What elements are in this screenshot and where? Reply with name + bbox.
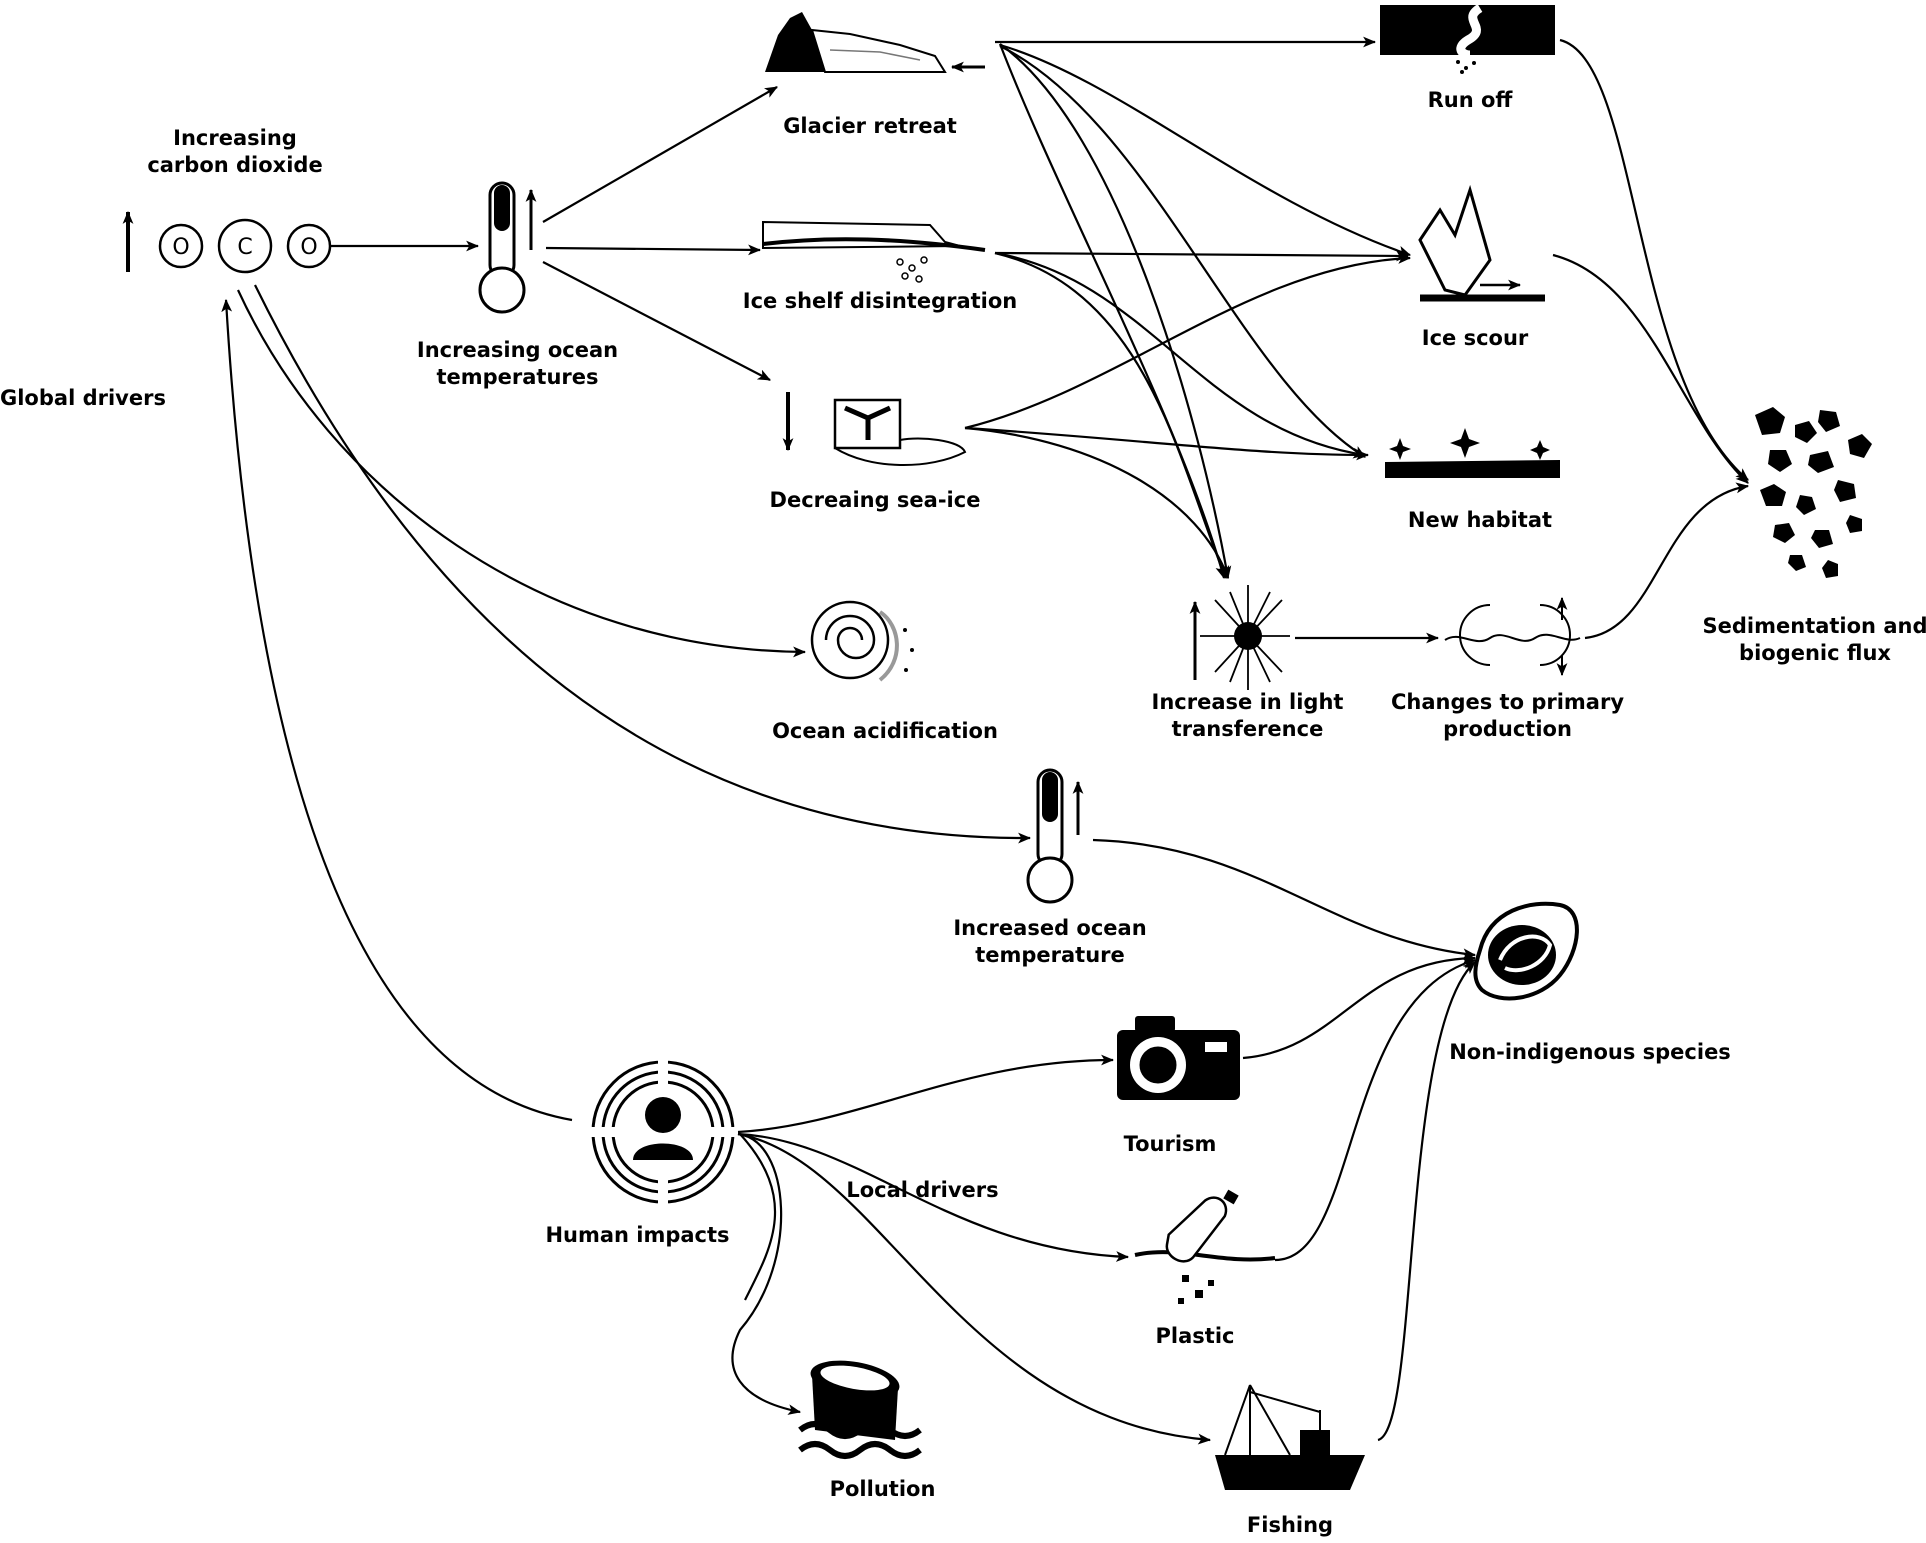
edge-ocean-temp-to-glacier [542, 86, 778, 223]
ice-shelf-label: Ice shelf disintegration [742, 289, 1018, 313]
light-burst-icon [1189, 585, 1290, 690]
edge-human-to-tourism [737, 1054, 1115, 1134]
ice-scour-label: Ice scour [1421, 326, 1529, 350]
edge-sea-ice-to-ice-scour [964, 253, 1412, 430]
svg-text:O: O [300, 235, 317, 260]
new-habitat-label: New habitat [1407, 508, 1553, 532]
edge-human-to-pollution [731, 1132, 802, 1415]
nis-label: Non-indigenous species [1449, 1040, 1731, 1064]
edge-runoff-to-sedimentation [1559, 38, 1749, 481]
global-drivers-label: Global drivers [0, 386, 166, 410]
edge-ice-scour-to-sedimentation [1552, 253, 1749, 484]
co2-label-line-1: Increasing [173, 126, 297, 150]
oyster-icon [1473, 901, 1579, 1001]
iceberg-scour-icon [1418, 184, 1545, 302]
river-runoff-icon [1380, 4, 1555, 74]
edge-tourism-to-nis [1242, 952, 1477, 1060]
edge-human-to-co2 [221, 298, 573, 1122]
edge-fishing-to-nis [1377, 961, 1476, 1442]
light-label-line-1: Increase in light [1151, 690, 1344, 714]
sedimentation-label-line-2: biogenic flux [1739, 641, 1891, 665]
sedimentation-label-line-1: Sedimentation and [1702, 614, 1926, 638]
sea-ice-label: Decreaing sea-ice [769, 488, 981, 512]
ocean-temp-label-line-2: temperatures [436, 365, 599, 389]
glacier-icon [765, 12, 985, 73]
shell-icon [810, 600, 914, 682]
bottle-icon [1134, 1189, 1276, 1304]
svg-text:O: O [172, 235, 189, 260]
human-target-icon [591, 1060, 735, 1204]
primary-production-icon [1444, 596, 1581, 677]
edge-sea-ice-to-light [964, 426, 1230, 580]
tourism-label: Tourism [1123, 1132, 1217, 1156]
svg-text:C: C [237, 235, 252, 260]
edge-human-to-fishing [737, 1132, 1212, 1445]
edge-increased-temp-to-nis [1092, 838, 1477, 960]
run-off-label: Run off [1427, 88, 1513, 112]
local-drivers-label: Local drivers [846, 1178, 999, 1202]
edge-human-to-pollution-2 [739, 1133, 776, 1301]
seabed-habitat-icon [1385, 428, 1560, 478]
camera-icon [1117, 1016, 1240, 1100]
co2-label-line-2: carbon dioxide [147, 153, 323, 177]
co2-molecule-icon: O C O [122, 210, 332, 274]
edges [221, 36, 1750, 1445]
edge-co2-to-increased-temp [254, 284, 1032, 844]
light-label-line-2: transference [1171, 717, 1324, 741]
fishing-label: Fishing [1246, 1513, 1334, 1537]
edge-glacier-to-light-2 [998, 43, 1227, 580]
human-impacts-label: Human impacts [545, 1223, 730, 1247]
co2-label: Increasing carbon dioxide [130, 125, 340, 179]
edge-glacier-to-light [999, 43, 1232, 580]
ocean-temp-label: Increasing ocean temperatures [400, 337, 635, 391]
thermometer-icon [1026, 768, 1084, 904]
edge-plastic-to-nis [1274, 958, 1477, 1262]
primary-label-line-2: production [1443, 717, 1572, 741]
pollution-label: Pollution [829, 1477, 936, 1501]
ice-shelf-icon [762, 220, 986, 283]
sedimentation-label: Sedimentation and biogenic flux [1690, 613, 1926, 667]
plastic-label: Plastic [1155, 1324, 1235, 1348]
sediment-particles-icon [1755, 407, 1872, 578]
ocean-temp-label-line-1: Increasing ocean [416, 338, 619, 362]
primary-label-line-1: Changes to primary [1390, 690, 1625, 714]
edge-human-to-plastic [737, 1132, 1130, 1262]
edge-glacier-to-ice-scour [999, 43, 1412, 257]
edge-ice-shelf-to-ice-scour [994, 250, 1410, 262]
edge-sea-ice-to-new-habitat [964, 426, 1370, 461]
primary-label: Changes to primary production [1385, 689, 1630, 743]
thermometer-icon [478, 181, 537, 314]
edge-ocean-temp-to-ice-shelf [545, 244, 762, 256]
edge-ice-shelf-to-light [994, 251, 1228, 579]
edge-glacier-to-new-habitat [999, 45, 1366, 458]
sea-ice-cube-icon [782, 392, 967, 466]
edge-ocean-temp-to-sea-ice [542, 261, 771, 381]
increased-temp-label: Increased ocean temperature [935, 915, 1165, 969]
edge-co2-to-acidification [237, 289, 807, 658]
increased-temp-label-line-1: Increased ocean [953, 916, 1147, 940]
glacier-label: Glacier retreat [783, 114, 957, 138]
acidification-label: Ocean acidification [772, 719, 998, 743]
edge-ice-shelf-to-new-habitat [994, 251, 1367, 459]
edge-primary-to-sedimentation [1584, 482, 1750, 640]
increased-temp-label-line-2: temperature [975, 943, 1125, 967]
barrel-icon [798, 1360, 922, 1459]
fishing-boat-icon [1215, 1384, 1365, 1490]
light-label: Increase in light transference [1130, 689, 1365, 743]
